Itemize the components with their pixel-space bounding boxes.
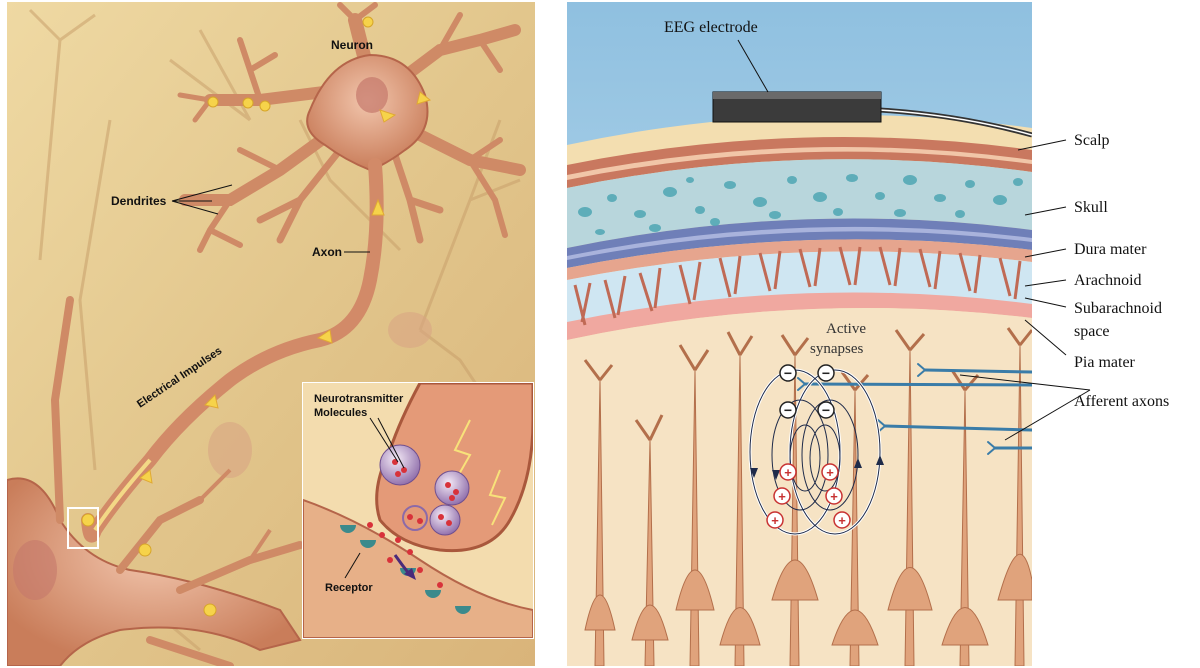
svg-text:−: − <box>822 365 830 381</box>
label-pia-mater: Pia mater <box>1074 354 1136 371</box>
positive-charge: + <box>834 512 850 528</box>
label-axon: Axon <box>312 245 342 259</box>
svg-text:−: − <box>822 402 830 418</box>
synapse-inset <box>302 382 534 639</box>
svg-text:+: + <box>784 465 792 480</box>
positive-charge: + <box>826 488 842 504</box>
label-eeg-electrode: EEG electrode <box>664 19 758 36</box>
label-subarachnoid-line1: Subarachnoid <box>1074 300 1162 317</box>
label-dura-mater: Dura mater <box>1074 241 1147 258</box>
svg-text:−: − <box>784 365 792 381</box>
label-skull: Skull <box>1074 199 1108 216</box>
label-receptor: Receptor <box>325 582 373 594</box>
positive-charge: + <box>767 512 783 528</box>
svg-text:+: + <box>778 489 786 504</box>
svg-text:+: + <box>771 513 779 528</box>
positive-charge: + <box>780 464 796 480</box>
svg-text:+: + <box>830 489 838 504</box>
label-neurotransmitter-line2: Molecules <box>314 407 367 419</box>
negative-charge: − <box>780 402 796 418</box>
label-scalp: Scalp <box>1074 132 1110 149</box>
label-afferent-axons: Afferent axons <box>1074 393 1169 410</box>
label-dendrites: Dendrites <box>111 194 167 208</box>
svg-text:+: + <box>838 513 846 528</box>
svg-text:−: − <box>784 402 792 418</box>
label-neurotransmitter-line1: Neurotransmitter <box>314 393 404 405</box>
positive-charge: + <box>774 488 790 504</box>
label-neuron: Neuron <box>331 38 373 52</box>
negative-charge: − <box>780 365 796 381</box>
negative-charge: − <box>818 402 834 418</box>
svg-text:+: + <box>826 465 834 480</box>
positive-charge: + <box>822 464 838 480</box>
label-arachnoid: Arachnoid <box>1074 272 1142 289</box>
label-active-synapses-line1: Active <box>826 321 866 337</box>
negative-charge: − <box>818 365 834 381</box>
label-subarachnoid-line2: space <box>1074 323 1110 340</box>
label-active-synapses-line2: synapses <box>810 341 863 357</box>
eeg-illustration: − − − − + + + + + + EEG electrode Active… <box>567 2 1032 666</box>
main-neuron-nucleus <box>356 77 388 113</box>
neuron-illustration: Neuron Dendrites Axon Electrical Impulse… <box>7 2 535 666</box>
